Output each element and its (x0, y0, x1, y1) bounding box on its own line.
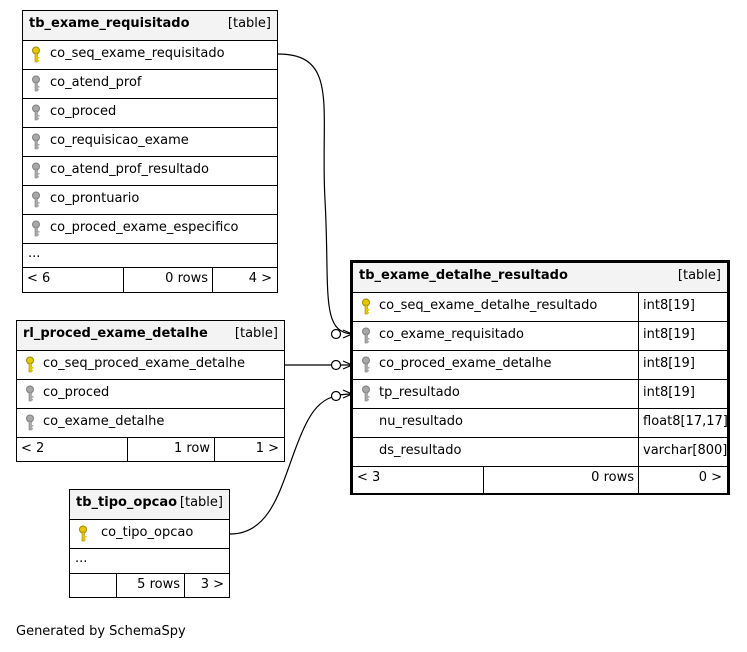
footer-row-count: 5 rows (116, 574, 185, 597)
more-columns-row: ... (70, 549, 229, 574)
column-name: co_seq_proced_exame_detalhe (43, 356, 246, 371)
foreign-key-icon (32, 220, 40, 237)
column-name: co_proced (50, 104, 117, 119)
foreign-key-icon (362, 385, 370, 402)
table-kind: [table] (677, 268, 721, 283)
table-footer: < 2 1 row 1 > (17, 438, 284, 461)
column-row: co_proced (23, 99, 277, 128)
column-row: co_atend_prof_resultado (23, 157, 277, 186)
column-name: co_proced_exame_especifico (50, 220, 239, 235)
table-name: tb_exame_requisitado (29, 16, 190, 31)
table-name: rl_proced_exame_detalhe (23, 326, 208, 341)
table-footer: 5 rows 3 > (70, 574, 229, 597)
table-footer: < 6 0 rows 4 > (23, 268, 277, 292)
column-name: co_seq_exame_requisitado (50, 46, 225, 61)
footer-row-count: 0 rows (483, 467, 639, 493)
table-tb-exame-detalhe-resultado[interactable]: tb_exame_detalhe_resultado [table] co_se… (350, 260, 730, 495)
table-kind: [table] (234, 326, 278, 341)
column-type: int8[19] (638, 351, 695, 379)
foreign-key-icon (32, 191, 40, 208)
column-row: co_requisicao_exame (23, 128, 277, 157)
zero-or-many-marker (330, 390, 342, 402)
foreign-key-icon (32, 162, 40, 179)
footer-children-link[interactable]: 0 > (698, 470, 722, 485)
column-name: co_proced (43, 385, 110, 400)
column-type: float8[17,17] (638, 409, 728, 437)
table-tb-exame-requisitado[interactable]: tb_exame_requisitado [table] co_seq_exam… (22, 10, 278, 293)
primary-key-icon (26, 356, 34, 373)
foreign-key-icon (26, 414, 34, 431)
column-name: ds_resultado (379, 443, 462, 458)
footer-row-count: 0 rows (123, 268, 213, 292)
table-footer: < 3 0 rows 0 > (353, 467, 727, 493)
footer-children-link[interactable]: 4 > (248, 271, 272, 286)
column-row: nu_resultado float8[17,17] (353, 409, 728, 438)
table-name: tb_tipo_opcao (76, 495, 178, 510)
column-type: int8[19] (638, 322, 695, 350)
column-name: co_requisicao_exame (50, 133, 189, 148)
zero-or-many-marker (330, 359, 342, 371)
more-columns-row: ... (23, 244, 277, 268)
column-row: co_seq_exame_detalhe_resultado int8[19] (353, 293, 727, 322)
column-name: co_atend_prof (50, 75, 142, 90)
table-header: rl_proced_exame_detalhe [table] (17, 321, 284, 351)
foreign-key-icon (32, 104, 40, 121)
foreign-key-icon (26, 385, 34, 402)
foreign-key-icon (32, 75, 40, 92)
column-row: co_proced_exame_detalhe int8[19] (353, 351, 727, 380)
column-name: co_prontuario (50, 191, 140, 206)
link-tipo-opcao (229, 393, 353, 535)
column-row: co_seq_exame_requisitado (23, 41, 277, 70)
foreign-key-icon (362, 356, 370, 373)
foreign-key-icon (362, 327, 370, 344)
zero-or-many-marker (330, 328, 342, 340)
table-header: tb_exame_requisitado [table] (23, 11, 277, 41)
column-row: tp_resultado int8[19] (353, 380, 727, 409)
footer-parents-link[interactable]: < 6 (27, 271, 51, 286)
primary-key-icon (32, 46, 40, 63)
table-header: tb_tipo_opcao [table] (70, 490, 229, 520)
column-row: co_prontuario (23, 186, 277, 215)
column-row: ds_resultado varchar[800] (353, 438, 727, 467)
column-row: co_proced (17, 380, 284, 409)
more-columns-ellipsis: ... (28, 246, 41, 261)
table-tb-tipo-opcao[interactable]: tb_tipo_opcao [table] co_tipo_opcao ... … (69, 489, 230, 598)
footer-parents-link[interactable]: < 3 (357, 470, 381, 485)
column-name: co_tipo_opcao (101, 525, 194, 540)
column-name: co_exame_requisitado (379, 327, 525, 342)
column-row: co_seq_proced_exame_detalhe (17, 351, 284, 380)
column-type: int8[19] (638, 293, 695, 321)
primary-key-icon (79, 525, 87, 542)
footer-parents-link[interactable] (70, 574, 116, 597)
column-name: co_proced_exame_detalhe (379, 356, 552, 371)
column-name: co_exame_detalhe (43, 414, 165, 429)
generated-by-caption: Generated by SchemaSpy (16, 624, 186, 639)
footer-parents-link[interactable]: < 2 (21, 441, 45, 456)
column-type: varchar[800] (638, 438, 727, 466)
column-type: int8[19] (638, 380, 695, 408)
table-kind: [table] (227, 16, 271, 31)
table-kind: [table] (179, 495, 223, 510)
more-columns-ellipsis: ... (75, 551, 88, 566)
column-row: co_proced_exame_especifico (23, 215, 277, 244)
column-row: co_exame_detalhe (17, 409, 284, 438)
column-row: co_atend_prof (23, 70, 277, 99)
column-name: co_atend_prof_resultado (50, 162, 209, 177)
column-row: co_exame_requisitado int8[19] (353, 322, 727, 351)
table-rl-proced-exame-detalhe[interactable]: rl_proced_exame_detalhe [table] co_seq_p… (16, 320, 285, 462)
column-name: co_seq_exame_detalhe_resultado (379, 298, 598, 313)
table-header: tb_exame_detalhe_resultado [table] (353, 263, 727, 293)
footer-children-link[interactable]: 1 > (255, 441, 279, 456)
footer-row-count: 1 row (127, 438, 215, 461)
primary-key-icon (362, 298, 370, 315)
column-name: nu_resultado (379, 414, 463, 429)
foreign-key-icon (32, 133, 40, 150)
column-name: tp_resultado (379, 385, 460, 400)
table-name: tb_exame_detalhe_resultado (359, 268, 568, 283)
link-exame-requisitado (277, 53, 353, 335)
column-row: co_tipo_opcao (70, 520, 229, 549)
footer-children-link[interactable]: 3 > (200, 577, 224, 592)
